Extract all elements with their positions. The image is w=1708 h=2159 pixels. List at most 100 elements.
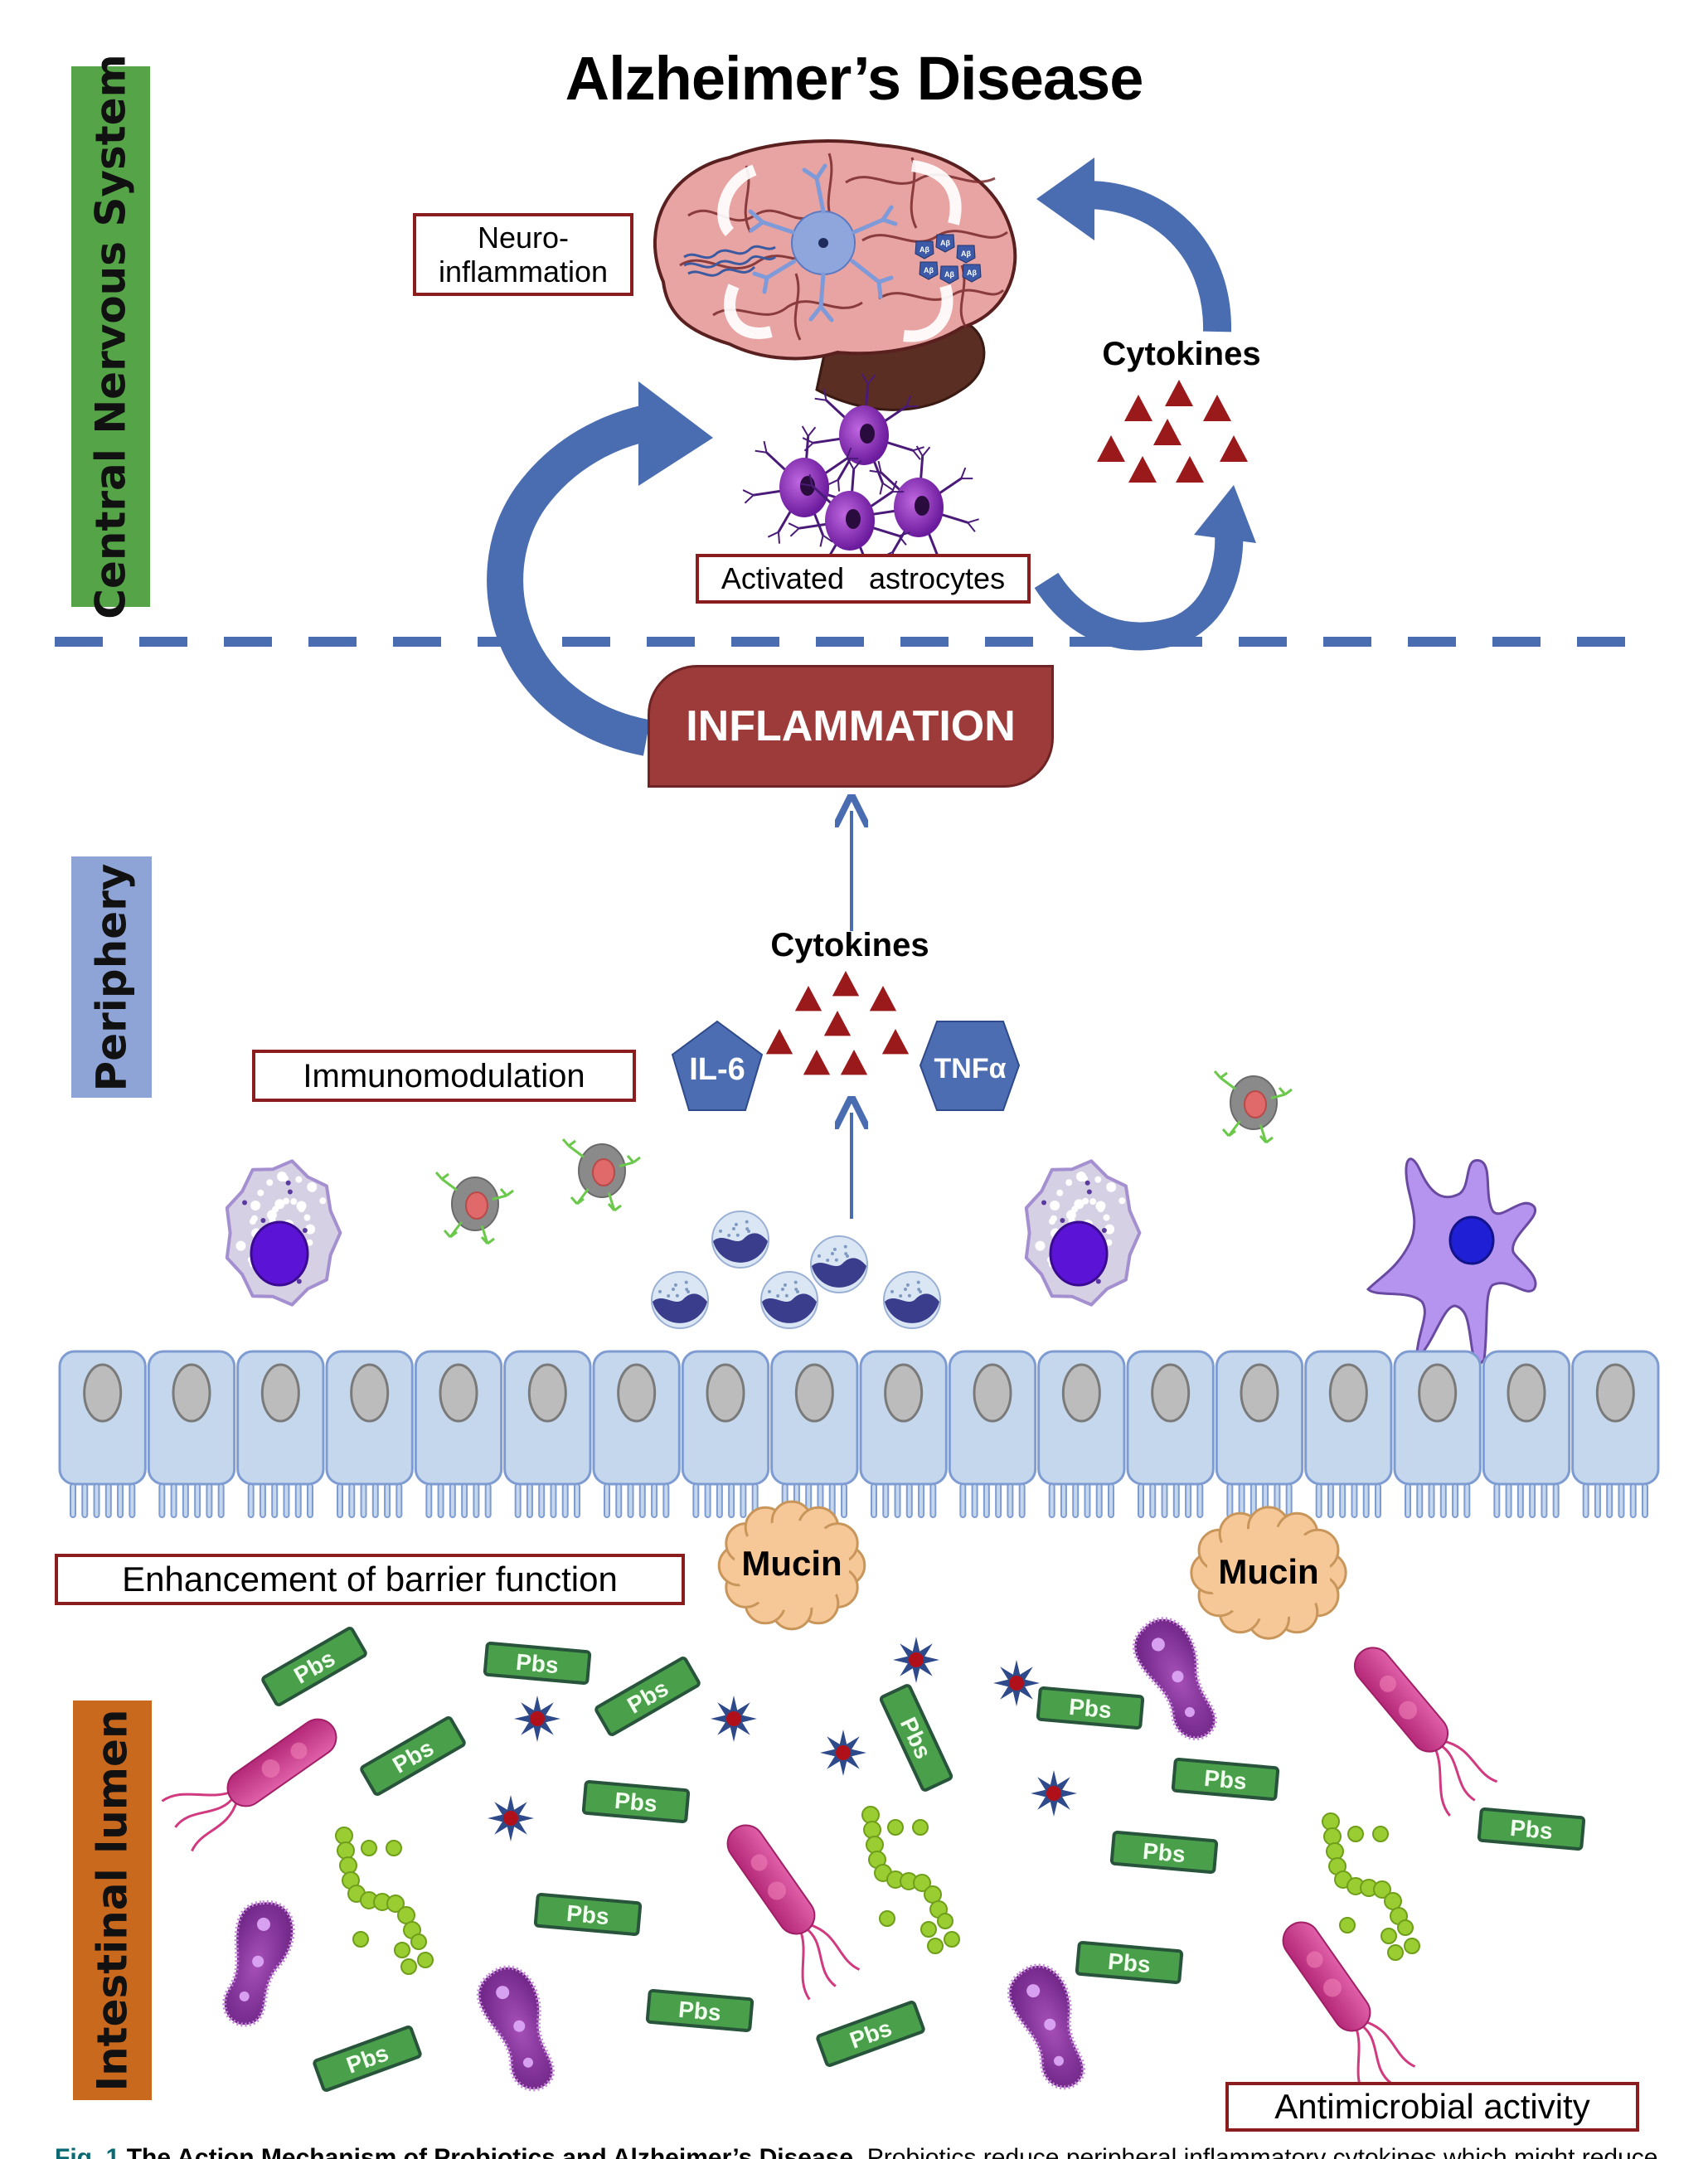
mucin-body <box>734 1520 850 1611</box>
cytokine-triangle <box>1165 380 1193 406</box>
cytokine-triangle <box>765 1029 793 1055</box>
rod-bacterium <box>1353 1647 1498 1817</box>
probiotic-capsule: Pbs <box>1109 1831 1219 1874</box>
svg-text:Aβ: Aβ <box>961 250 971 258</box>
antigen-star <box>1031 1770 1077 1817</box>
cocci-cluster <box>335 1827 434 1975</box>
t-cell <box>561 1138 641 1212</box>
probiotic-label: Pbs <box>614 1788 658 1817</box>
neuroinflammation-line1: Neuro- <box>477 220 570 255</box>
periphery-cytokines-cluster <box>765 971 910 1075</box>
probiotic-capsule: Pbs <box>645 1989 755 2032</box>
section-label-cns: Central Nervous System <box>71 54 150 619</box>
inflammation-box: INFLAMMATION <box>648 665 1054 788</box>
caption-title: The Action Mechanism of Probiotics and A… <box>127 2146 861 2159</box>
probiotic-label: Pbs <box>677 1996 722 2026</box>
epithelial-cell <box>147 1350 236 1518</box>
antigen-star <box>993 1660 1040 1706</box>
cytokine-triangle <box>823 1011 852 1036</box>
microglia-icon <box>748 163 898 323</box>
t-cell <box>434 1172 514 1245</box>
immune-cells <box>225 1070 1537 1371</box>
curved-bacterium <box>222 1900 295 2027</box>
intestinal-epithelium <box>58 1350 1660 1518</box>
probiotic-label: Pbs <box>1107 1948 1152 1977</box>
cytokine-triangle <box>881 1029 910 1055</box>
mucin-label-1: Mucin <box>741 1544 842 1583</box>
probiotic-capsule: Pbs <box>581 1780 691 1823</box>
activated-astrocytes-label: Activated astrocytes <box>696 554 1031 604</box>
probiotic-capsule: Pbs <box>594 1657 701 1736</box>
amyloid-beta-plaque: Aβ <box>935 234 955 253</box>
tnf-alpha-badge: TNFα <box>919 1021 1021 1111</box>
il6-badge: IL-6 <box>671 1020 764 1111</box>
monocyte-cell <box>651 1271 709 1329</box>
neuroinflammation-line2: inflammation <box>438 255 609 289</box>
cytokine-triangle <box>794 986 822 1012</box>
epithelial-cell <box>1571 1350 1660 1518</box>
epithelial-cell <box>1393 1350 1482 1518</box>
macrophage-cell <box>1024 1159 1142 1307</box>
probiotic-label: Pbs <box>1509 1815 1554 1844</box>
amyloid-beta-plaque: Aβ <box>962 264 982 283</box>
cytokine-triangle <box>832 971 860 997</box>
probiotic-label: Pbs <box>343 2040 392 2079</box>
probiotic-capsule: Pbs <box>1477 1807 1586 1851</box>
astrocyte-cell <box>856 445 979 567</box>
antigen-star <box>893 1637 939 1683</box>
monocyte-cell <box>760 1271 818 1329</box>
barrier-function-label: Enhancement of barrier function <box>55 1554 685 1605</box>
cns-cytokines-label: Cytokines <box>1102 336 1261 372</box>
probiotic-capsule: Pbs <box>483 1642 592 1685</box>
section-label-periphery: Periphery <box>71 856 152 1098</box>
arrow-inflammation-to-astrocytes <box>487 381 713 756</box>
epithelial-cell <box>325 1350 414 1518</box>
tnf-alpha-label: TNFα <box>934 1053 1007 1084</box>
epithelial-cell <box>236 1350 325 1518</box>
antimicrobial-activity-text: Antimicrobial activity <box>1274 2086 1590 2126</box>
monocyte-cell <box>711 1210 769 1269</box>
barrier-function-text: Enhancement of barrier function <box>122 1559 618 1599</box>
probiotic-label: Pbs <box>1142 1838 1186 1867</box>
cocci-cluster <box>1322 1812 1420 1961</box>
rod-bacterium <box>726 1824 861 2001</box>
mucin-cloud-2: Mucin <box>1190 1506 1347 1640</box>
macrophage-cell <box>225 1159 342 1307</box>
dendritic-cell <box>1366 1157 1537 1371</box>
epithelial-cell <box>1215 1350 1304 1518</box>
epithelial-cell <box>1037 1350 1126 1518</box>
cytokine-triangle <box>840 1050 868 1075</box>
rod-bacterium <box>1282 1921 1416 2098</box>
epithelial-cell <box>58 1350 147 1518</box>
astrocyte-cell <box>802 373 924 495</box>
immunomodulation-label: Immunomodulation <box>252 1050 636 1102</box>
epithelial-cell <box>1304 1350 1393 1518</box>
epithelial-cell <box>1126 1350 1215 1518</box>
cytokine-triangle <box>1124 395 1152 421</box>
epithelial-cell <box>770 1350 859 1518</box>
neuroinflammation-label: Neuro- inflammation <box>413 213 633 296</box>
curved-bacterium <box>476 1965 556 2092</box>
curved-bacterium <box>1132 1617 1217 1741</box>
antigen-star <box>711 1696 757 1742</box>
cytokine-triangle <box>1203 395 1231 421</box>
mucin-cloud-1: Mucin <box>717 1500 866 1631</box>
probiotic-capsule: Pbs <box>879 1684 953 1792</box>
figure-caption: Fig. 1 The Action Mechanism of Probiotic… <box>55 2146 1663 2159</box>
inflammation-label: INFLAMMATION <box>686 702 1016 750</box>
amyloid-beta-plaque: Aβ <box>956 245 976 264</box>
probiotic-label: Pbs <box>515 1649 560 1678</box>
cytokine-triangle <box>1097 435 1125 462</box>
svg-text:Aβ: Aβ <box>967 269 977 277</box>
epithelial-cell <box>592 1350 681 1518</box>
periphery-cytokines-label: Cytokines <box>770 927 929 963</box>
probiotic-capsule: Pbs <box>313 2026 422 2092</box>
activated-astrocytes-illustration <box>742 373 979 580</box>
amyloid-beta-plaque: Aβ <box>939 265 959 284</box>
antigen-star <box>514 1696 560 1742</box>
probiotic-label: Pbs <box>1068 1694 1113 1723</box>
section-label-lumen: Intestinal lumen <box>73 1701 152 2100</box>
tau-tangles <box>683 245 776 277</box>
